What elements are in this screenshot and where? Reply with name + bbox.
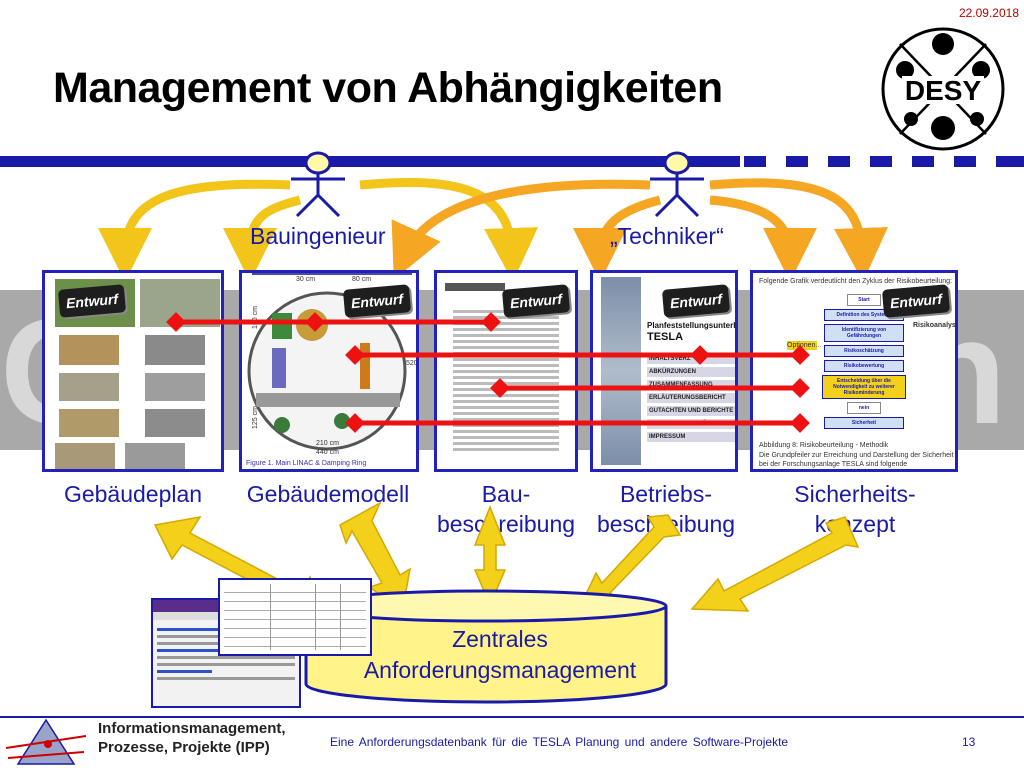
flowchart-box: nein <box>847 402 881 414</box>
model-dim-bottom2: 440 cm <box>316 449 339 456</box>
betrieb-item: ZUSAMMENFASSUNG <box>647 380 735 390</box>
betrieb-item: ERLÄUTERUNGSBERICHT <box>647 393 735 403</box>
arrow-to-betrieb <box>573 195 662 282</box>
arrow-to-gebaeudemodell <box>223 195 302 282</box>
betrieb-item: IMPRESSUM <box>647 432 735 442</box>
sicher-text: Die Grundpfeiler zur Erreichung und Dars… <box>759 452 954 468</box>
page-number: 13 <box>962 735 976 749</box>
model-dim-top2: 80 cm <box>352 276 372 283</box>
desy-logo-text: DESY <box>905 75 982 106</box>
ipp-logo-icon <box>5 718 87 765</box>
role-label-bauingenieur: Bauingenieur <box>250 223 386 249</box>
database-line2: Anforderungsmanagement <box>363 657 637 683</box>
desy-logo: DESY <box>881 27 1005 151</box>
person-icon-techniker <box>650 151 704 218</box>
blue-rule-dashed <box>744 156 1024 167</box>
doc-betriebsbeschreibung[interactable]: Planfeststellungsunterlage TESLA INHALTS… <box>590 270 738 472</box>
org-line1: Informationsmanagement, <box>98 720 286 737</box>
arrow-bau-from-left <box>359 178 539 282</box>
database-cylinder <box>304 589 668 704</box>
footer-text: Eine Anforderungsdatenbank für die TESLA… <box>330 735 789 749</box>
slide-title: Management von Abhängigkeiten <box>53 64 723 112</box>
flowchart-box: Start <box>847 294 881 306</box>
label-betriebsbeschreibung: Betriebs- beschreibung <box>588 479 744 539</box>
footer-rule <box>0 716 1024 718</box>
org-line2: Prozesse, Projekte (IPP) <box>98 739 270 756</box>
database-label: Zentrales Anforderungsmanagement <box>330 624 670 686</box>
model-dim-top1: 30 cm <box>296 276 316 283</box>
doc-gebaeudeplan[interactable]: Entwurf <box>42 270 224 472</box>
flowchart-box: Identifizierung von Gefährdungen <box>824 324 904 342</box>
flowchart-box: Sicherheit <box>824 417 904 429</box>
flowchart-box: Risikobewertung <box>824 360 904 372</box>
dependency-links <box>166 312 810 433</box>
label-line1: Betriebs- <box>619 481 713 507</box>
betrieb-title1: Planfeststellungsunterlage <box>647 321 736 330</box>
doc-sicherheitskonzept[interactable]: Folgende Grafik verdeutlicht den Zyklus … <box>750 270 958 472</box>
betrieb-item: ABKÜRZUNGEN <box>647 367 735 377</box>
sicher-intro: Folgende Grafik verdeutlicht den Zyklus … <box>759 278 952 285</box>
model-dim-right: 520 <box>406 360 418 367</box>
betrieb-title2: TESLA <box>647 331 684 343</box>
person-icon-bauingenieur <box>291 151 345 218</box>
flowchart-box: Entscheidung über die Notwendigkeit zu w… <box>822 375 906 399</box>
arrow-bau-from-right <box>391 179 651 280</box>
db-screenshot-table <box>218 578 372 656</box>
label-baubeschreibung: Bau- beschreibung <box>424 479 588 539</box>
arrow-to-sicherheit-2 <box>709 195 817 282</box>
label-line1: Bau- <box>481 481 531 507</box>
label-line1: Sicherheits- <box>794 481 916 507</box>
label-line1: Gebäudeplan <box>63 481 203 507</box>
sicher-caption: Abbildung 8: Risikobeurteilung - Methodi… <box>759 442 889 449</box>
arrow-to-gebaeudeplan <box>98 179 291 282</box>
role-arrows <box>98 178 888 282</box>
org-name: Informationsmanagement, Prozesse, Projek… <box>98 719 286 757</box>
sicher-side: Risikoanalyse <box>913 322 958 329</box>
flowchart-box: Risikoschätzung <box>824 345 904 357</box>
label-line2: beschreibung <box>436 511 576 537</box>
label-gebaeudemodell: Gebäudemodell <box>230 479 426 509</box>
role-label-techniker: „Techniker“ <box>610 223 724 249</box>
betrieb-item: GUTACHTEN UND BERICHTE <box>647 406 735 416</box>
blue-rule-solid <box>0 156 740 167</box>
betrieb-item: INHALTSVERZ <box>647 354 735 364</box>
doc-gebaeudemodell[interactable]: 30 cm 80 cm 150 cm 125 cm 520 210 cm 440… <box>239 270 419 472</box>
arrow-to-sicherheit <box>709 178 888 282</box>
sicher-opt: Optionen... <box>787 341 822 350</box>
model-dim-bottom1: 210 cm <box>316 440 339 447</box>
model-caption: Figure 1. Main LINAC & Damping Ring <box>246 460 367 467</box>
slide-date: 22.09.2018 <box>958 6 1019 20</box>
label-line1: Gebäudemodell <box>246 481 410 507</box>
label-gebaeudeplan: Gebäudeplan <box>42 479 224 509</box>
database-line1: Zentrales <box>452 626 548 652</box>
label-sicherheitskonzept: Sicherheits- konzept <box>760 479 950 539</box>
